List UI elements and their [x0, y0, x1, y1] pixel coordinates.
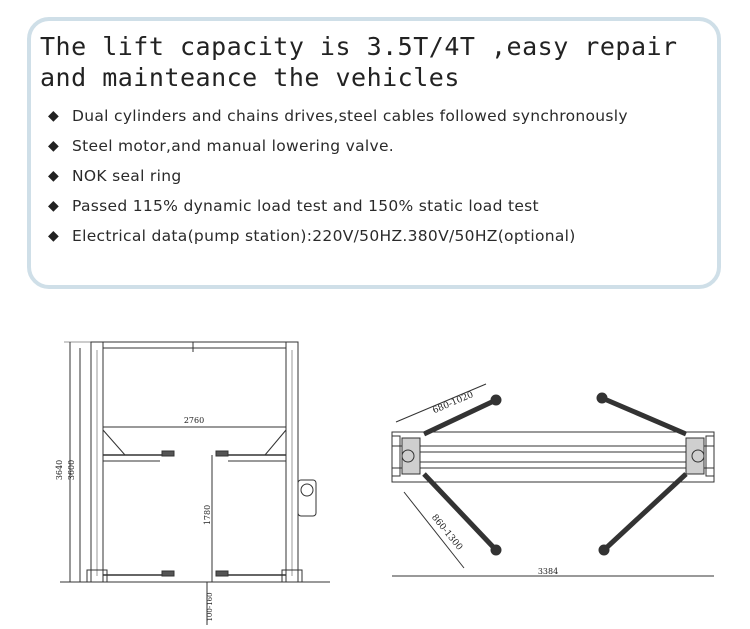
headline-line-2: and mainteance the vehicles: [40, 63, 460, 92]
front-view-dimension-labels: 3640 3600 2760 1780 100-160: [55, 416, 214, 622]
feature-item: ◆ Dual cylinders and chains drives,steel …: [48, 101, 628, 131]
front-view-drawing: [60, 341, 330, 625]
diamond-bullet-icon: ◆: [48, 108, 60, 124]
overall-height-label: 3640: [55, 460, 64, 480]
feature-text: Steel motor,and manual lowering valve.: [72, 137, 395, 155]
diamond-bullet-icon: ◆: [48, 168, 60, 184]
feature-item: ◆ Electrical data(pump station):220V/50HZ…: [48, 221, 628, 251]
headline: The lift capacity is 3.5T/4T ,easy repai…: [40, 31, 678, 93]
feature-item: ◆ Steel motor,and manual lowering valve.: [48, 131, 628, 161]
diamond-bullet-icon: ◆: [48, 138, 60, 154]
feature-text: NOK seal ring: [72, 167, 182, 185]
feature-item: ◆ NOK seal ring: [48, 161, 628, 191]
headline-line-1: The lift capacity is 3.5T/4T ,easy repai…: [40, 32, 678, 61]
arm-height-label: 1780: [203, 505, 212, 525]
overall-width-label: 3384: [538, 567, 558, 576]
diamond-bullet-icon: ◆: [48, 228, 60, 244]
feature-text: Passed 115% dynamic load test and 150% s…: [72, 197, 539, 215]
post-height-label: 3600: [67, 460, 76, 480]
pad-height-label: 100-160: [206, 592, 214, 621]
long-arm-range-label: 860-1300: [429, 513, 464, 553]
diamond-bullet-icon: ◆: [48, 198, 60, 214]
top-view-drawing: [391, 383, 715, 577]
feature-text: Dual cylinders and chains drives,steel c…: [72, 107, 628, 125]
inner-width-label: 2760: [184, 416, 204, 425]
feature-text: Electrical data(pump station):220V/50HZ.…: [72, 227, 576, 245]
features-card: [27, 17, 721, 289]
feature-item: ◆ Passed 115% dynamic load test and 150% …: [48, 191, 628, 221]
feature-list: ◆ Dual cylinders and chains drives,steel …: [48, 101, 628, 251]
